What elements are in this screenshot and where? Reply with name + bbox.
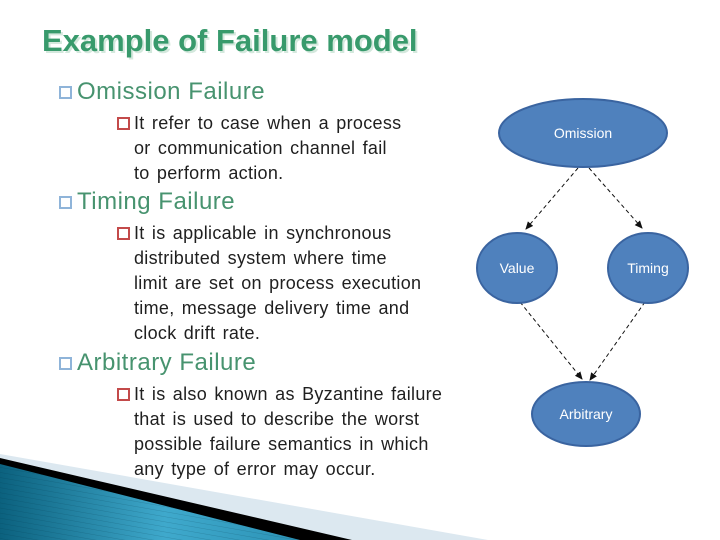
section-body: It is also known as Byzantine failure th…	[134, 384, 443, 479]
edge-timing-to-arbitrary	[589, 301, 646, 381]
section-heading: Arbitrary Failure	[77, 349, 257, 376]
level2-bullet-square-icon	[117, 227, 130, 240]
section-body-row: It is applicable in synchronous distribu…	[0, 221, 470, 346]
node-ellipse-value	[476, 232, 558, 304]
node-label-omission: Omission	[554, 125, 612, 141]
level1-bullet-square-icon	[59, 357, 72, 370]
edge-omission-to-timing	[588, 167, 643, 229]
section-heading: Timing Failure	[77, 188, 236, 215]
section-body-row: It refer to case when a process or commu…	[0, 111, 470, 186]
node-ellipse-arbitrary	[531, 381, 641, 447]
level1-bullet-square-icon	[59, 86, 72, 99]
level2-bullet-square-icon	[117, 388, 130, 401]
edge-omission-to-value	[525, 167, 579, 230]
section-omission-failure: Omission Failure It refer to case when a…	[0, 77, 470, 186]
section-heading-row: Timing Failure	[0, 187, 470, 217]
section-heading-row: Omission Failure	[0, 77, 470, 107]
node-label-value: Value	[500, 260, 535, 276]
node-ellipse-omission	[498, 98, 668, 168]
section-heading-row: Arbitrary Failure	[0, 348, 470, 378]
level1-bullet-square-icon	[59, 196, 72, 209]
node-ellipse-timing	[607, 232, 689, 304]
section-body: It is applicable in synchronous distribu…	[134, 223, 422, 343]
node-label-arbitrary: Arbitrary	[560, 406, 613, 422]
section-heading: Omission Failure	[77, 78, 266, 105]
edge-value-to-arbitrary	[519, 301, 583, 380]
section-body: It refer to case when a process or commu…	[134, 113, 402, 183]
node-label-timing: Timing	[627, 260, 669, 276]
section-arbitrary-failure: Arbitrary Failure It is also known as By…	[0, 348, 470, 482]
diagram-edges	[519, 167, 646, 381]
section-timing-failure: Timing Failure It is applicable in synch…	[0, 187, 470, 346]
page-title: Example of Failure model	[42, 23, 418, 58]
diagram-nodes: Omission Value Timing Arbitrary	[476, 98, 689, 447]
section-body-row: It is also known as Byzantine failure th…	[0, 382, 470, 482]
level2-bullet-square-icon	[117, 117, 130, 130]
